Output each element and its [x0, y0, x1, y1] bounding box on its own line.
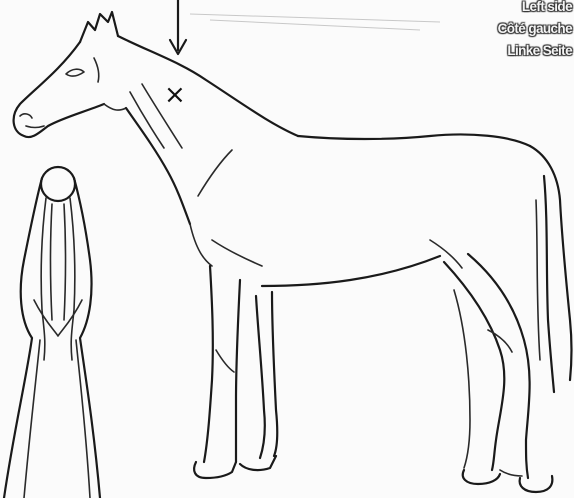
label-linke-seite: Linke Seite — [498, 40, 572, 62]
label-left-side: Left side — [498, 0, 572, 18]
horse-left-side-outline — [14, 12, 572, 492]
label-cote-gauche: Côté gauche — [498, 18, 572, 40]
cross-marker: × — [164, 82, 186, 108]
side-labels: Left side Côté gauche Linke Seite — [498, 0, 572, 62]
down-arrow-icon — [170, 0, 186, 54]
horse-front-view — [4, 167, 100, 498]
scan-noise — [190, 14, 440, 30]
